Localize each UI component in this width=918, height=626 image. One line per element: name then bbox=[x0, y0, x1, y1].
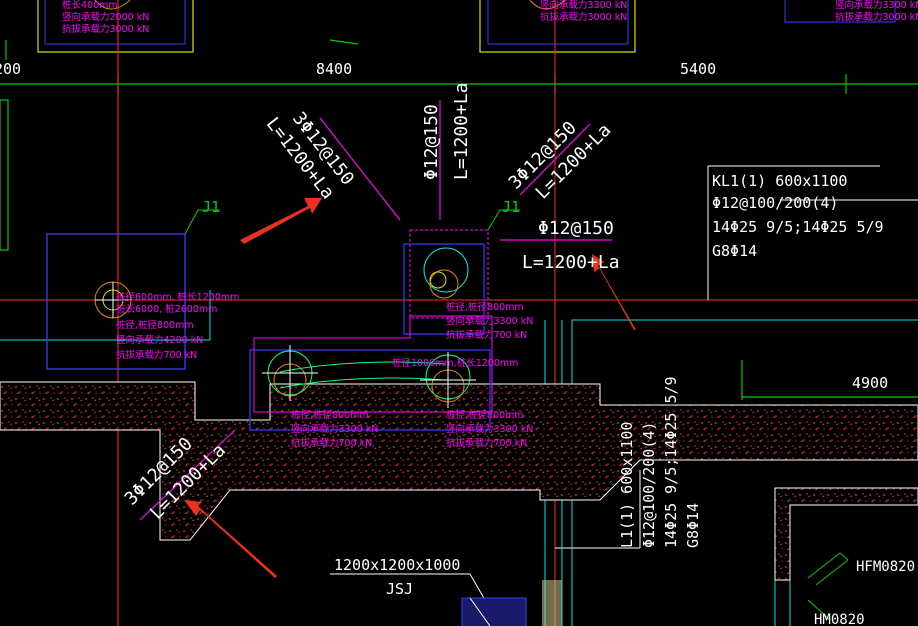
pile-note: 竖向承载力4200 kN bbox=[116, 334, 203, 346]
jsj-pit bbox=[461, 597, 527, 626]
l1-line4: G8Φ14 bbox=[684, 503, 702, 548]
footing-combined bbox=[249, 315, 493, 431]
l1-line3: 14Φ25 9/5;14Φ25 5/9 bbox=[662, 376, 680, 548]
pile-note: 竖向承载力3300 kN bbox=[446, 423, 533, 435]
pile-note: 抗拔承载力700 kN bbox=[446, 437, 527, 449]
dim-200: 200 bbox=[0, 60, 21, 78]
pile-note: 桩径,桩径800mm bbox=[446, 409, 524, 421]
pile-note: 抗拔承载力3000 kN bbox=[540, 11, 627, 23]
l1-line1: L1(1) 600x1100 bbox=[618, 422, 636, 548]
top-footings bbox=[37, 0, 896, 53]
kl1-line3: 14Φ25 9/5;14Φ25 5/9 bbox=[712, 218, 884, 236]
l1-line2: Φ12@100/200(4) bbox=[640, 422, 658, 548]
rebar-d-line1: Φ12@150 bbox=[538, 218, 614, 239]
pile-note: 桩长400mm bbox=[62, 0, 118, 11]
j1-right-label: J1 bbox=[502, 198, 520, 216]
dim-8400: 8400 bbox=[316, 60, 352, 78]
door-label-2: HM0820 bbox=[814, 612, 865, 626]
l1-annotation: L1(1) 600x1100 Φ12@100/200(4) 14Φ25 9/5;… bbox=[618, 376, 702, 548]
pile-note: 桩径,桩径800mm bbox=[116, 319, 194, 331]
pile-note: 桩径,桩径800mm bbox=[446, 301, 524, 313]
kl1-line2: Φ12@100/200(4) bbox=[712, 194, 838, 212]
pile-note: 竖向承载力3300 kN bbox=[291, 423, 378, 435]
rebar-b-line1: Φ12@150 bbox=[421, 104, 442, 180]
pile-note: 抗拔承载力700 kN bbox=[116, 349, 197, 361]
red-arrows bbox=[184, 198, 636, 578]
pile-note: 桩长6000, 桩2600mm bbox=[116, 303, 217, 315]
jsj-size: 1200x1200x1000 bbox=[334, 556, 460, 574]
dim-4900: 4900 bbox=[852, 374, 888, 392]
pile-note: 抗拔承载力700 kN bbox=[446, 329, 527, 341]
dimension-lines bbox=[0, 39, 918, 400]
pile-note: 抗拔承载力700 kN bbox=[291, 437, 372, 449]
pile-note: 桩径1000mm,桩长1200mm bbox=[392, 357, 518, 369]
pile-note: 桩径,桩径800mm bbox=[291, 409, 369, 421]
door-label-1: HFM0820(6 bbox=[856, 559, 918, 575]
pile-note: 竖向承载力2000 kN bbox=[62, 11, 149, 23]
pile-note: 竖向承载力3300 kN bbox=[835, 0, 918, 11]
rebar-b-line2: L=1200+La bbox=[451, 82, 472, 180]
jsj-name: JSJ bbox=[386, 580, 413, 598]
kl1-line4: G8Φ14 bbox=[712, 242, 757, 260]
pile-note: 竖向承载力3300 kN bbox=[540, 0, 627, 11]
rebar-d-line2: L=1200+La bbox=[522, 252, 620, 273]
kl1-annotation: KL1(1) 600x1100 Φ12@100/200(4) 14Φ25 9/5… bbox=[712, 172, 884, 260]
beam-hatch bbox=[0, 381, 918, 626]
j1-left-label: J1 bbox=[202, 198, 220, 216]
dim-5400: 5400 bbox=[680, 60, 716, 78]
footing-j1-left bbox=[46, 209, 220, 370]
door-symbols bbox=[807, 552, 849, 621]
pile-note: 抗拔承载力3000 kN bbox=[835, 11, 918, 23]
rebar-leaders bbox=[139, 100, 612, 521]
pile-note: 桩径600mm, 桩长1200mm bbox=[116, 291, 239, 303]
kl1-line1: KL1(1) 600x1100 bbox=[712, 172, 847, 190]
footing-j1-right bbox=[403, 209, 520, 335]
pile-note: 竖向承载力3300 kN bbox=[446, 315, 533, 327]
pile-note: 抗拔承载力3000 kN bbox=[62, 23, 149, 35]
